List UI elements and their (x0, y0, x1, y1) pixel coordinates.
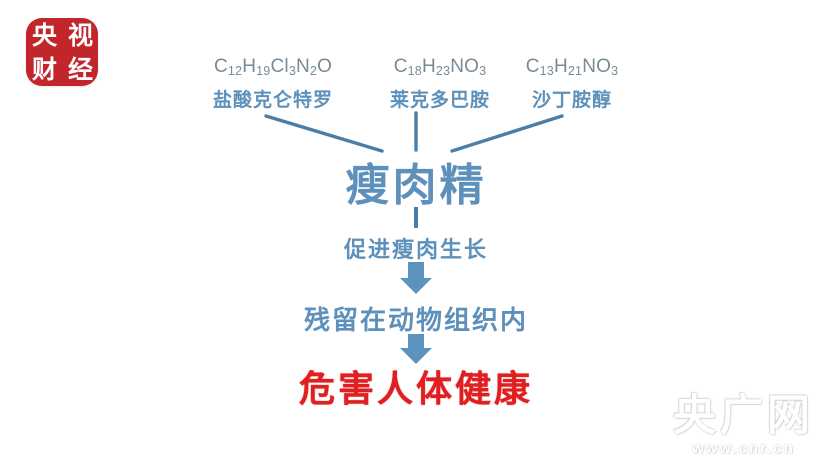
cctv-finance-logo: 央 视 财 经 (26, 18, 98, 86)
flow-conclusion: 危害人体健康 (298, 369, 533, 410)
compound-salbutamol: C13H21NO3 沙丁胺醇 (477, 56, 667, 112)
compound-clenbuterol: C12H19Cl3N2O 盐酸克仑特罗 (178, 56, 368, 112)
compound-name: 盐酸克仑特罗 (212, 89, 333, 111)
connector-right (450, 114, 564, 153)
logo-char-2: 视 (67, 20, 93, 50)
logo-char-1: 央 (31, 20, 57, 50)
watermark-title: 央广网 (673, 391, 814, 441)
logo-char-4: 经 (67, 54, 93, 84)
compound-formula: C18H23NO3 (393, 56, 487, 78)
compound-formula: C12H19Cl3N2O (213, 56, 333, 78)
compound-name: 莱克多巴胺 (389, 89, 490, 111)
watermark-url: www.cnr.cn (692, 440, 795, 457)
watermark: 央广网 www.cnr.cn (673, 391, 814, 458)
main-title: 瘦肉精 (345, 160, 487, 211)
flow-step-2: 残留在动物组织内 (303, 306, 528, 336)
flow-step-1: 促进瘦肉生长 (343, 238, 488, 263)
logo-char-3: 财 (31, 54, 57, 84)
compound-name: 沙丁胺醇 (531, 89, 612, 111)
connector-left (264, 114, 384, 153)
compound-formula: C13H21NO3 (525, 56, 619, 78)
compound-ractopamine: C18H23NO3 莱克多巴胺 (345, 56, 535, 112)
arrow-down-1 (400, 262, 432, 294)
